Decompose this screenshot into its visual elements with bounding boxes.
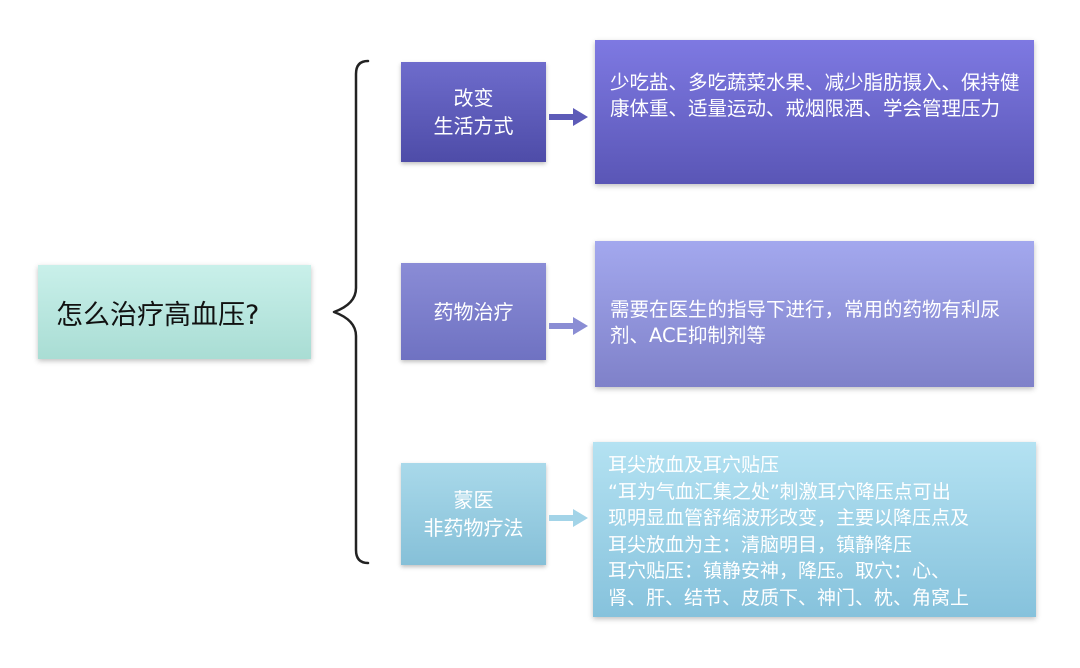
branch-lifestyle-detail-text: 少吃盐、多吃蔬菜水果、减少脂肪摄入、保持健康体重、适量运动、戒烟限酒、学会管理压… (610, 71, 1020, 120)
arrow-right-icon (549, 509, 588, 527)
detail-line: 耳尖放血为主：清脑明目，镇静降压 (608, 533, 913, 556)
detail-line: “耳为气血汇集之处”刺激耳穴降压点可出 (608, 480, 951, 503)
detail-line: 肾、肝、结节、皮质下、神门、枕、角窝上 (608, 586, 970, 609)
arrow-right-icon (549, 108, 588, 126)
root-title: 怎么治疗高血压? (56, 299, 260, 331)
branch-lifestyle-line-1: 改变 (453, 86, 494, 110)
curly-brace-connector (332, 59, 370, 565)
branch-mongolian-label: 蒙医 非药物疗法 (401, 463, 546, 565)
branch-medication-line-1: 药物治疗 (433, 299, 514, 324)
branch-lifestyle-line-2: 生活方式 (433, 114, 514, 138)
branch-mongolian-line-1: 蒙医 (453, 488, 494, 512)
branch-medication-detail-text: 需要在医生的指导下进行，常用的药物有利尿剂、ACE抑制剂等 (610, 298, 1001, 347)
branch-lifestyle-label: 改变 生活方式 (401, 62, 546, 162)
detail-line: 耳尖放血及耳穴贴压 (608, 454, 780, 476)
arrow-right-icon (549, 317, 588, 335)
detail-line: 耳穴贴压：镇静安神，降压。取穴：心、 (608, 560, 951, 582)
branch-mongolian-detail: 耳尖放血及耳穴贴压 “耳为气血汇集之处”刺激耳穴降压点可出 现明显血管舒缩波形改… (593, 442, 1036, 617)
branch-lifestyle-detail: 少吃盐、多吃蔬菜水果、减少脂肪摄入、保持健康体重、适量运动、戒烟限酒、学会管理压… (595, 40, 1034, 184)
root-node: 怎么治疗高血压? (38, 265, 311, 359)
detail-line: 现明显血管舒缩波形改变，主要以降压点及 (608, 507, 970, 529)
branch-mongolian-line-2: 非药物疗法 (423, 516, 524, 540)
branch-medication-detail: 需要在医生的指导下进行，常用的药物有利尿剂、ACE抑制剂等 (595, 241, 1034, 387)
branch-medication-label: 药物治疗 (401, 263, 546, 360)
